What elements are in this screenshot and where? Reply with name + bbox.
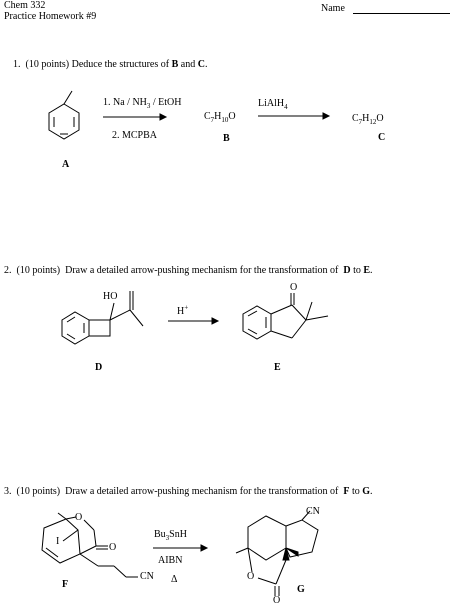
atom-carbonyl-o-e: O [290,282,298,293]
reaction-arrow-2 [258,112,331,120]
problem-1-prompt: 1. (10 points) Deduce the structures of … [13,59,208,70]
reagent-bu3snh: Bu3SnH [154,529,187,542]
label-d: D [95,362,103,373]
name-label: Name [321,3,345,14]
atom-ring-o-g: O [247,571,255,582]
course-title: Chem 332 [4,0,46,11]
structure-d [61,291,144,345]
reagent-lialh4: LiAlH4 [258,98,288,111]
assignment-title: Practice Homework #9 [4,11,97,22]
label-c: C [378,132,386,143]
reaction-arrow-3 [168,317,220,325]
structure-e [242,293,329,340]
atom-nitrile-g: CN [306,506,320,517]
label-b: B [223,133,230,144]
atom-carbonyl-o-f: O [109,542,117,553]
toluene-structure-a [48,90,80,140]
problem-3-prompt: 3. (10 points) Draw a detailed arrow-pus… [4,486,373,497]
formula-c: C7H12O [352,113,384,126]
reagent-aibn: AIBN [158,555,183,566]
reagent-heat: Δ [171,574,178,585]
problem-2-prompt: 2. (10 points) Draw a detailed arrow-pus… [4,265,373,276]
reagent-step-1: 1. Na / NH3 / EtOH [103,97,182,110]
reagent-step-2: 2. MCPBA [112,130,158,141]
atom-nitrile-f: CN [140,571,154,582]
label-g: G [297,584,305,595]
atom-ho: HO [103,291,118,302]
structure-g [235,510,319,596]
reaction-arrow-1 [103,113,168,121]
atom-carbonyl-o-g: O [273,595,281,606]
atom-ring-o-f: O [75,512,83,523]
label-e: E [274,362,281,373]
structure-f [41,512,138,578]
name-blank-line[interactable] [353,13,450,14]
reagent-h-plus: H+ [177,303,189,317]
label-a: A [62,159,70,170]
atom-iodo-f: I [56,536,60,547]
formula-b: C7H10O [204,111,236,124]
label-f: F [62,579,69,590]
reaction-arrow-4 [153,544,209,552]
